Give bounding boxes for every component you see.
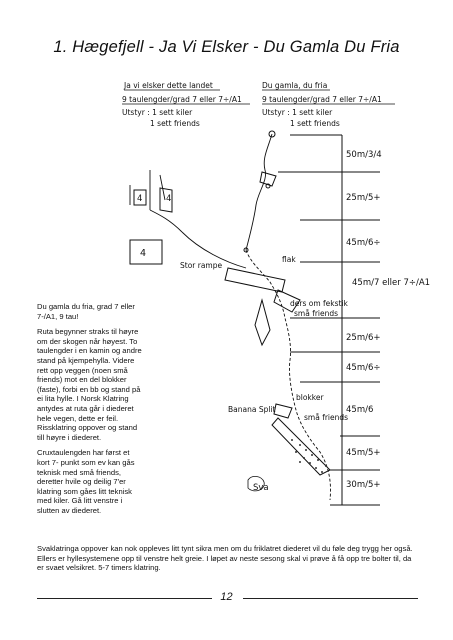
right-route-name: Du gamla, du fria	[262, 81, 327, 90]
description-paragraph: Ruta begynner straks til høyre om der sk…	[37, 327, 142, 442]
pitch-label: 45m/6	[346, 405, 373, 415]
stipple-area	[291, 439, 327, 473]
pitch-label: 30m/5+	[346, 480, 381, 490]
description-paragraph: Cruxtaulengden har først et kort 7- punk…	[37, 448, 135, 515]
rock-features	[129, 130, 331, 476]
annotation-sva: Sva	[253, 483, 269, 493]
annotation-ders-fekst: ders om fekstik	[290, 299, 349, 308]
annotation-sma-friends: små friends	[294, 309, 338, 318]
left-route-gear2: 1 sett friends	[150, 119, 200, 128]
pitch-label: 50m/3/4	[346, 150, 382, 160]
pitch-number-label: 4	[166, 194, 171, 204]
annotation-banana-split: Banana Split	[228, 405, 276, 414]
description-paragraph: Svaklatringa oppover kan nok oppleves li…	[37, 544, 413, 573]
footer-rule-right	[243, 598, 418, 599]
left-route-name: Ja vi elsker dette landet	[123, 81, 213, 90]
right-route-gear1: Utstyr : 1 sett kiler	[262, 108, 333, 117]
annotation-blokker: blokker	[296, 393, 324, 402]
route-description-left: Du gamla du fria, grad 7 eller 7-/A1, 9 …	[37, 302, 143, 521]
pitch-label: 45m/6÷	[346, 363, 381, 373]
route-lines	[129, 133, 331, 501]
footer-rule-left	[37, 598, 212, 599]
page-title: 1. Hægefjell - Ja Vi Elsker - Du Gamla D…	[53, 38, 400, 56]
annotation-stor-rampe: Stor rampe	[180, 261, 223, 270]
pitch-number-label: 4	[137, 194, 142, 204]
pitch-label: 45m/7 eller 7÷/A1	[352, 278, 430, 288]
left-route-gear1: Utstyr : 1 sett kiler	[122, 108, 193, 117]
pitch-label: 25m/6+	[346, 333, 381, 343]
right-route-gear2: 1 sett friends	[290, 119, 340, 128]
route-description-bottom: Svaklatringa oppover kan nok oppleves li…	[37, 544, 420, 573]
pitch-label: 25m/5+	[346, 193, 381, 203]
pitch-number-label: 4	[140, 248, 146, 259]
pitch-label: 45m/5+	[346, 448, 381, 458]
pitch-scale	[278, 134, 380, 506]
annotation-sma-friends-2: små friends	[304, 413, 348, 422]
right-route-grade: 9 taulengder/grad 7 eller 7÷/A1	[262, 95, 382, 104]
pitch-label: 45m/6÷	[346, 238, 381, 248]
left-route-grade: 9 taulengder/grad 7 eller 7÷/A1	[122, 95, 242, 104]
description-paragraph: Du gamla du fria, grad 7 eller 7-/A1, 9 …	[37, 302, 135, 321]
annotation-flak: flak	[282, 255, 296, 264]
page-number: 12	[220, 591, 233, 603]
